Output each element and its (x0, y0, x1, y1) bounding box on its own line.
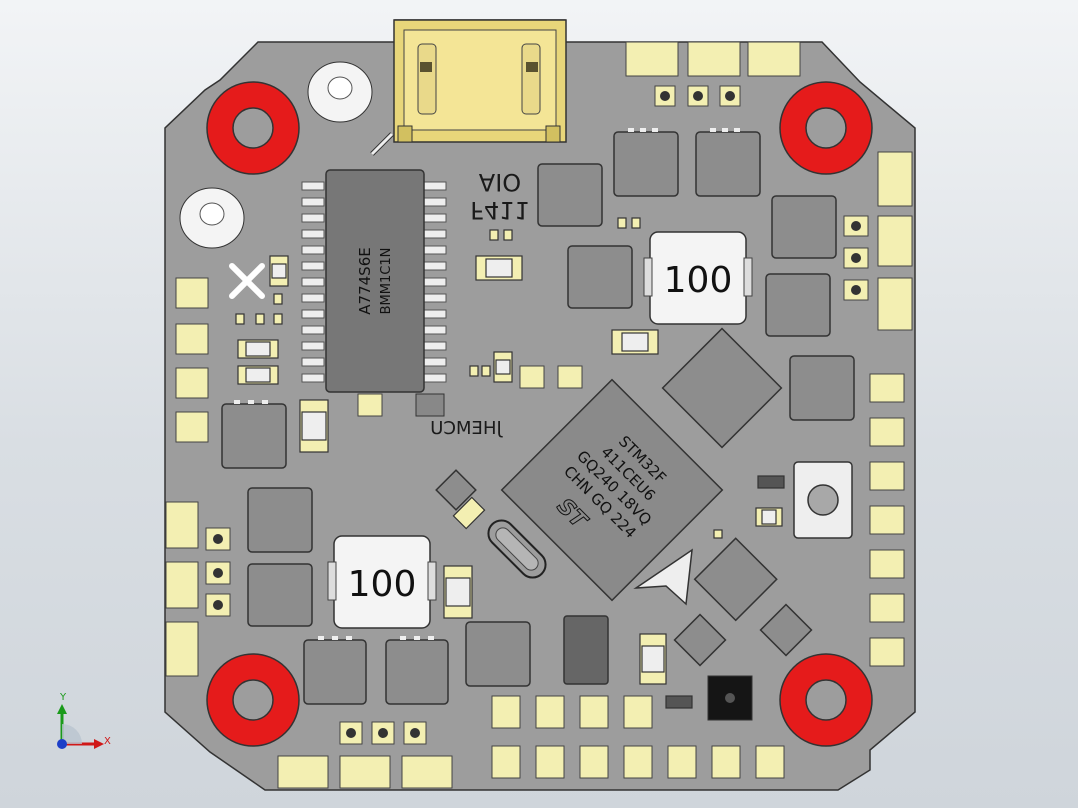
left-ic: A774S6E BMM1C1N (301, 169, 447, 393)
boot-button (793, 461, 853, 539)
axis-y-label: Y (59, 692, 67, 703)
silkscreen-brand: JHEMCU (430, 418, 503, 439)
direction-arrow (633, 548, 693, 606)
qfn-chips (221, 131, 855, 705)
mount-hole-top-right (779, 81, 873, 175)
inductor-top: 100 (643, 231, 753, 325)
mcu-chip: STM32F 411CEU6 GQ240 18VQ CHN GQ 224 ST (500, 378, 724, 602)
mount-hole-bottom-right (779, 653, 873, 747)
left-ic-marking-2: BMM1C1N (379, 248, 394, 315)
axis-x-label: X (104, 736, 111, 747)
crystal (487, 519, 547, 579)
svg-text:100: 100 (664, 260, 733, 301)
led (707, 675, 753, 721)
silkscreen-variant: AIO (479, 168, 521, 196)
usb-connector (370, 19, 567, 156)
passives (235, 217, 785, 709)
axis-triad: Y X (57, 692, 111, 749)
silkscreen-model: F411 (470, 196, 530, 224)
silkscreen-x-mark (229, 263, 265, 299)
standoff-left (179, 187, 245, 249)
inductor-bottom: 100 (327, 535, 437, 629)
mount-hole-bottom-left (206, 653, 300, 747)
left-ic-marking-1: A774S6E (356, 247, 374, 314)
pads-right (843, 151, 913, 667)
mount-hole-top-left (206, 81, 300, 175)
standoff-top (307, 61, 373, 123)
svg-text:100: 100 (348, 564, 417, 605)
